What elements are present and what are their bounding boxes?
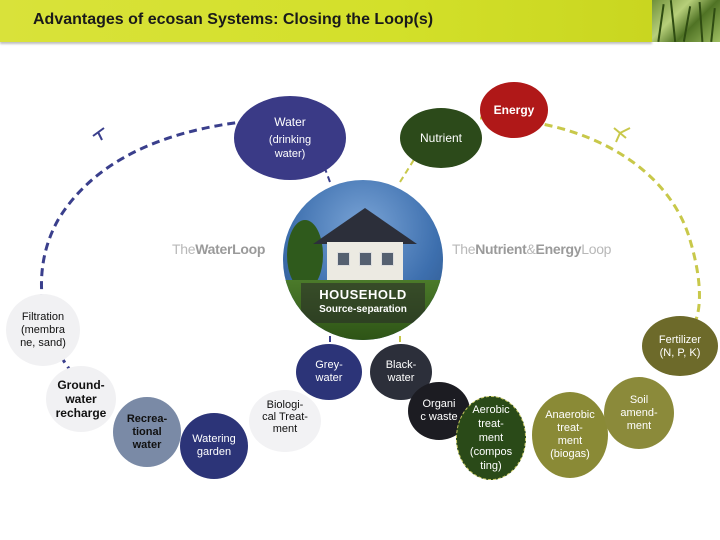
window	[359, 252, 372, 266]
slide-title: Advantages of ecosan Systems: Closing th…	[33, 11, 434, 28]
node-greywater: Grey- water	[296, 344, 362, 400]
node-water-sub: (drinking water)	[268, 134, 312, 160]
node-water-label: Water	[274, 115, 306, 129]
node-groundwater-label: Ground- water recharge	[55, 378, 107, 420]
node-organic-label: Organi c waste	[420, 398, 458, 423]
node-fertilizer: Fertilizer (N, P, K)	[642, 316, 718, 376]
water-loop-label: TheWaterLoop	[172, 241, 266, 257]
window	[337, 252, 350, 266]
nutrient-energy-loop-label: TheNutrient&EnergyLoop	[452, 241, 612, 257]
node-aerobic: Aerobic treat- ment (compos ting)	[456, 396, 526, 480]
node-filtration-label: Filtration (membra ne, sand)	[20, 310, 66, 349]
node-biological: Biologi- cal Treat- ment	[249, 390, 321, 452]
node-recreational: Recrea- tional water	[113, 397, 181, 467]
node-watering-label: Watering garden	[192, 433, 236, 458]
window	[381, 252, 394, 266]
node-anaerobic: Anaerobic treat- ment (biogas)	[532, 392, 608, 478]
node-aerobic-label: Aerobic treat- ment (compos ting)	[469, 404, 513, 472]
water-loop-arc	[40, 116, 301, 397]
node-nutrient: Nutrient	[400, 108, 482, 168]
node-nutrient-label: Nutrient	[419, 131, 463, 145]
node-water: Water (drinking water)	[234, 96, 346, 180]
node-blackwater-label: Black- water	[385, 359, 417, 384]
nutrient-loop-arc	[479, 116, 701, 332]
household-image: HOUSEHOLD Source-separation	[283, 180, 443, 340]
node-energy-label: Energy	[493, 103, 535, 117]
household-label: HOUSEHOLD Source-separation	[301, 283, 425, 323]
node-soil: Soil amend- ment	[604, 377, 674, 449]
node-biological-label: Biologi- cal Treat- ment	[262, 399, 308, 435]
node-greywater-label: Grey- water	[315, 359, 343, 384]
household-title: HOUSEHOLD	[319, 287, 407, 302]
node-energy: Energy	[480, 82, 548, 138]
household-subtitle: Source-separation	[319, 304, 407, 315]
node-watering: Watering garden	[180, 413, 248, 479]
node-soil-label: Soil amend- ment	[620, 393, 658, 432]
grass-photo	[652, 0, 720, 43]
node-recreational-label: Recrea- tional water	[126, 412, 168, 451]
node-anaerobic-label: Anaerobic treat- ment (biogas)	[545, 409, 595, 460]
house-roof	[313, 208, 417, 244]
title-bar: Advantages of ecosan Systems: Closing th…	[0, 0, 652, 42]
node-fertilizer-label: Fertilizer (N, P, K)	[658, 334, 702, 359]
nutrient-loop-marker	[613, 127, 631, 143]
node-groundwater: Ground- water recharge	[46, 366, 116, 432]
water-loop-marker	[92, 127, 105, 141]
node-filtration: Filtration (membra ne, sand)	[6, 294, 80, 366]
